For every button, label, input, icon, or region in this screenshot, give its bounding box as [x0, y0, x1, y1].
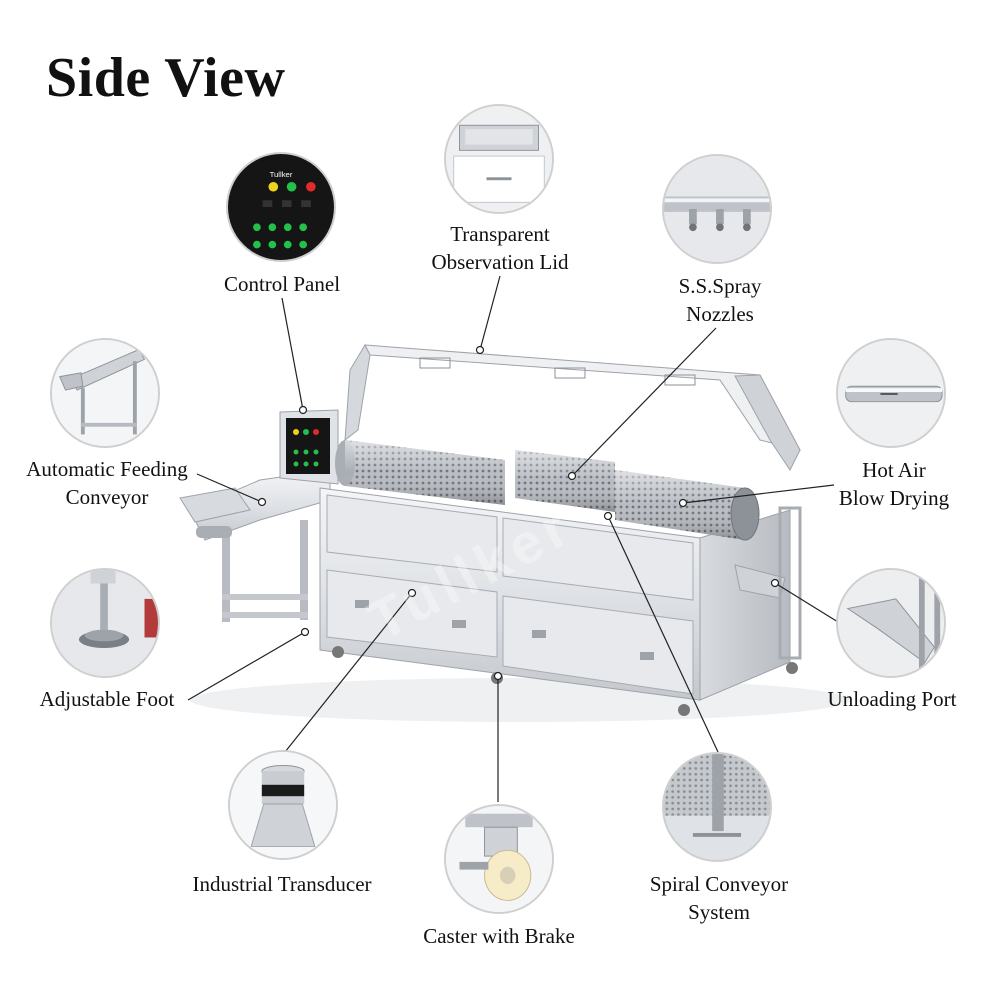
label-hot-air: Hot Air Blow Drying: [838, 458, 950, 510]
leader-control-panel: [281, 297, 304, 411]
page-title: Side View: [46, 47, 286, 109]
control-panel-detail: Tullker: [226, 152, 336, 262]
floor-shadow: [190, 678, 850, 722]
label-spray-nozzles: S.S.Spray Nozzles: [678, 274, 762, 326]
leader-industrial-transducer: [284, 592, 413, 753]
label-unloading-port: Unloading Port: [827, 687, 957, 711]
label-feeding-conveyor: Automatic Feeding Conveyor: [26, 457, 188, 509]
feeding-conveyor: [179, 469, 331, 622]
panel-brand-text: Tullker: [270, 170, 293, 179]
observation-lid: [344, 343, 801, 471]
label-spiral-conveyor: Spiral Conveyor System: [649, 872, 789, 924]
adjustable-foot-detail: [50, 568, 160, 678]
leader-hot-air: [682, 484, 835, 504]
hot-air-detail: [836, 338, 946, 448]
main-cabinet: [319, 487, 802, 716]
rotating-drums: [335, 440, 760, 541]
leader-observation-lid: [479, 275, 501, 351]
leader-spiral-conveyor: [607, 515, 719, 753]
label-observation-lid: Transparent Observation Lid: [431, 222, 569, 274]
observation-lid-detail: [444, 104, 554, 214]
control-panel-unit: [279, 409, 339, 485]
label-control-panel: Control Panel: [223, 272, 341, 296]
leader-spray-nozzles: [571, 327, 717, 477]
feeding-conveyor-detail: [50, 338, 160, 448]
leader-lines: [187, 275, 839, 802]
leader-adjustable-foot: [187, 631, 306, 701]
label-caster-brake: Caster with Brake: [423, 924, 575, 948]
spiral-conveyor-detail: [662, 752, 772, 862]
label-adjustable-foot: Adjustable Foot: [39, 687, 175, 711]
leader-feeding-conveyor: [196, 473, 263, 503]
leader-unloading-port: [774, 582, 839, 623]
industrial-transducer-detail: [228, 750, 338, 860]
caster-brake-detail: [444, 804, 554, 914]
unloading-port-detail: [836, 568, 946, 678]
spray-nozzles-detail: [662, 154, 772, 264]
label-industrial-transducer: Industrial Transducer: [192, 872, 372, 896]
